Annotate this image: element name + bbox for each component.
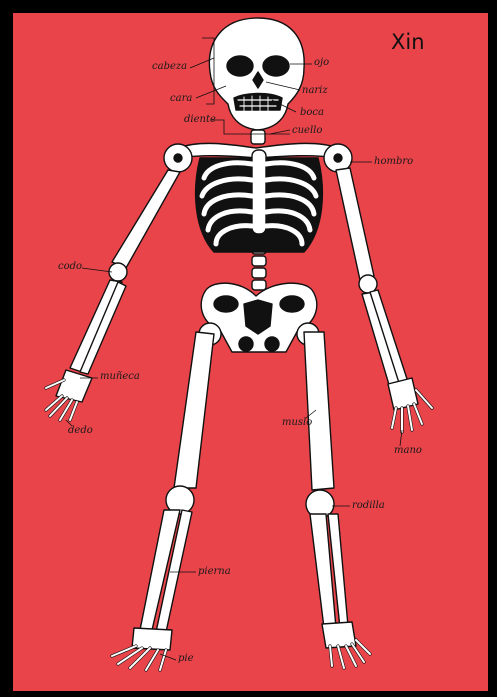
label-nariz: nariz bbox=[302, 86, 328, 96]
label-pie: pie bbox=[178, 654, 194, 664]
left-arm bbox=[46, 170, 180, 420]
label-muslo: muslo bbox=[282, 418, 312, 428]
label-rodilla: rodilla bbox=[352, 501, 385, 511]
label-boca: boca bbox=[300, 108, 324, 118]
label-ojo: ojo bbox=[314, 58, 329, 68]
label-cabeza: cabeza bbox=[152, 62, 187, 72]
label-codo: codo bbox=[58, 262, 82, 272]
label-mano: mano bbox=[394, 446, 422, 456]
label-muneca: muñeca bbox=[100, 372, 140, 382]
skull bbox=[209, 18, 304, 130]
label-hombro: hombro bbox=[374, 157, 413, 167]
ribcage bbox=[196, 150, 323, 252]
pelvis bbox=[199, 283, 319, 352]
author-name: Xin bbox=[391, 30, 425, 54]
label-cuello: cuello bbox=[292, 126, 322, 136]
right-arm bbox=[336, 168, 432, 432]
label-diente: diente bbox=[184, 115, 216, 125]
label-pierna: pierna bbox=[198, 567, 231, 577]
left-leg bbox=[112, 332, 214, 670]
label-dedo: dedo bbox=[68, 426, 93, 436]
label-cara: cara bbox=[170, 94, 192, 104]
